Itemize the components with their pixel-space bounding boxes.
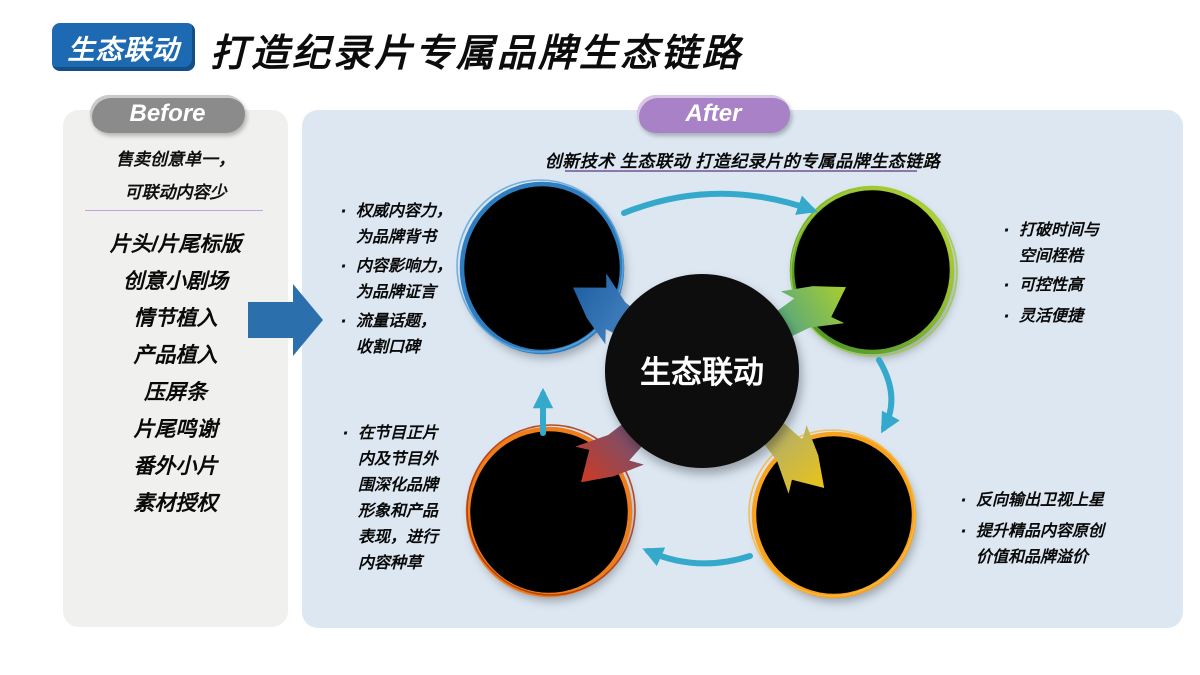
bullet-icon bbox=[960, 519, 976, 571]
header-badge: 生态联动 bbox=[52, 23, 195, 71]
node-circle-top-right bbox=[789, 185, 958, 357]
list-item: 压屏条 bbox=[144, 381, 207, 404]
bullet-icon bbox=[340, 309, 356, 361]
after-subtitle-underline bbox=[565, 170, 917, 172]
page-title: 打造纪录片专属品牌生态链路 bbox=[210, 32, 744, 75]
list-item: 素材授权 bbox=[133, 492, 218, 515]
list-item: 片头/片尾标版 bbox=[109, 233, 242, 256]
header-badge-label: 生态联动 bbox=[67, 34, 180, 65]
after-pill: After bbox=[637, 95, 790, 133]
node-circle-top-left bbox=[456, 179, 625, 355]
bullet-icon bbox=[1003, 218, 1019, 270]
list-item: 创意小剧场 bbox=[123, 270, 228, 293]
before-summary: 售卖创意单一， 可联动内容少 bbox=[63, 143, 288, 209]
annotation-bottom-right: 反向输出卫视上星 提升精品内容原创 价值和品牌溢价 bbox=[960, 488, 1135, 574]
list-item: 番外小片 bbox=[133, 455, 218, 478]
before-summary-line: 可联动内容少 bbox=[124, 183, 227, 202]
bullet-icon bbox=[342, 421, 358, 577]
arc-bottomright-to-bottomleft bbox=[642, 547, 753, 567]
annotation-line: 权威内容力， 为品牌背书 bbox=[356, 203, 453, 246]
annotation-top-left: 权威内容力， 为品牌背书 内容影响力， 为品牌证言 流量话题， 收割口碑 bbox=[340, 199, 480, 364]
before-pill-label: Before bbox=[129, 100, 206, 127]
bullet-icon bbox=[340, 254, 356, 306]
arc-topright-to-bottomright bbox=[876, 357, 900, 434]
list-item: 片尾鸣谢 bbox=[133, 418, 218, 441]
annotation-line: 灵活便捷 bbox=[1019, 308, 1084, 325]
annotation-line: 内容影响力， 为品牌证言 bbox=[356, 258, 453, 301]
annotation-line: 流量话题， 收割口碑 bbox=[356, 313, 437, 356]
before-to-after-arrow-icon bbox=[248, 284, 323, 356]
annotation-top-right: 打破时间与 空间桎梏 可控性高 灵活便捷 bbox=[1003, 218, 1133, 335]
list-item: 情节植入 bbox=[133, 307, 218, 330]
annotation-line: 可控性高 bbox=[1019, 277, 1084, 294]
annotation-line: 反向输出卫视上星 bbox=[976, 492, 1105, 509]
after-pill-label: After bbox=[685, 100, 742, 127]
before-pill: Before bbox=[90, 95, 245, 133]
bullet-icon bbox=[960, 488, 976, 516]
annotation-line: 在节目正片 内及节目外 围深化品牌 形象和产品 表现，进行 内容种草 bbox=[358, 425, 439, 572]
center-circle-label: 生态联动 bbox=[640, 355, 764, 390]
before-divider bbox=[85, 210, 263, 211]
before-list: 片头/片尾标版 创意小剧场 情节植入 产品植入 压屏条 片尾鸣谢 番外小片 素材… bbox=[63, 226, 288, 522]
after-subtitle: 创新技术 生态联动 打造纪录片的专属品牌生态链路 bbox=[544, 152, 941, 171]
center-circle: 生态联动 bbox=[605, 274, 799, 468]
annotation-bottom-left: 在节目正片 内及节目外 围深化品牌 形象和产品 表现，进行 内容种草 bbox=[342, 421, 472, 580]
bullet-icon bbox=[1003, 304, 1019, 332]
arc-topleft-to-topright bbox=[621, 190, 818, 216]
before-summary-line: 售卖创意单一， bbox=[116, 150, 235, 169]
list-item: 产品植入 bbox=[133, 344, 218, 367]
annotation-line: 打破时间与 空间桎梏 bbox=[1019, 222, 1100, 265]
bullet-icon bbox=[1003, 273, 1019, 301]
bullet-icon bbox=[340, 199, 356, 251]
annotation-line: 提升精品内容原创 价值和品牌溢价 bbox=[976, 523, 1105, 566]
before-panel bbox=[63, 110, 288, 627]
